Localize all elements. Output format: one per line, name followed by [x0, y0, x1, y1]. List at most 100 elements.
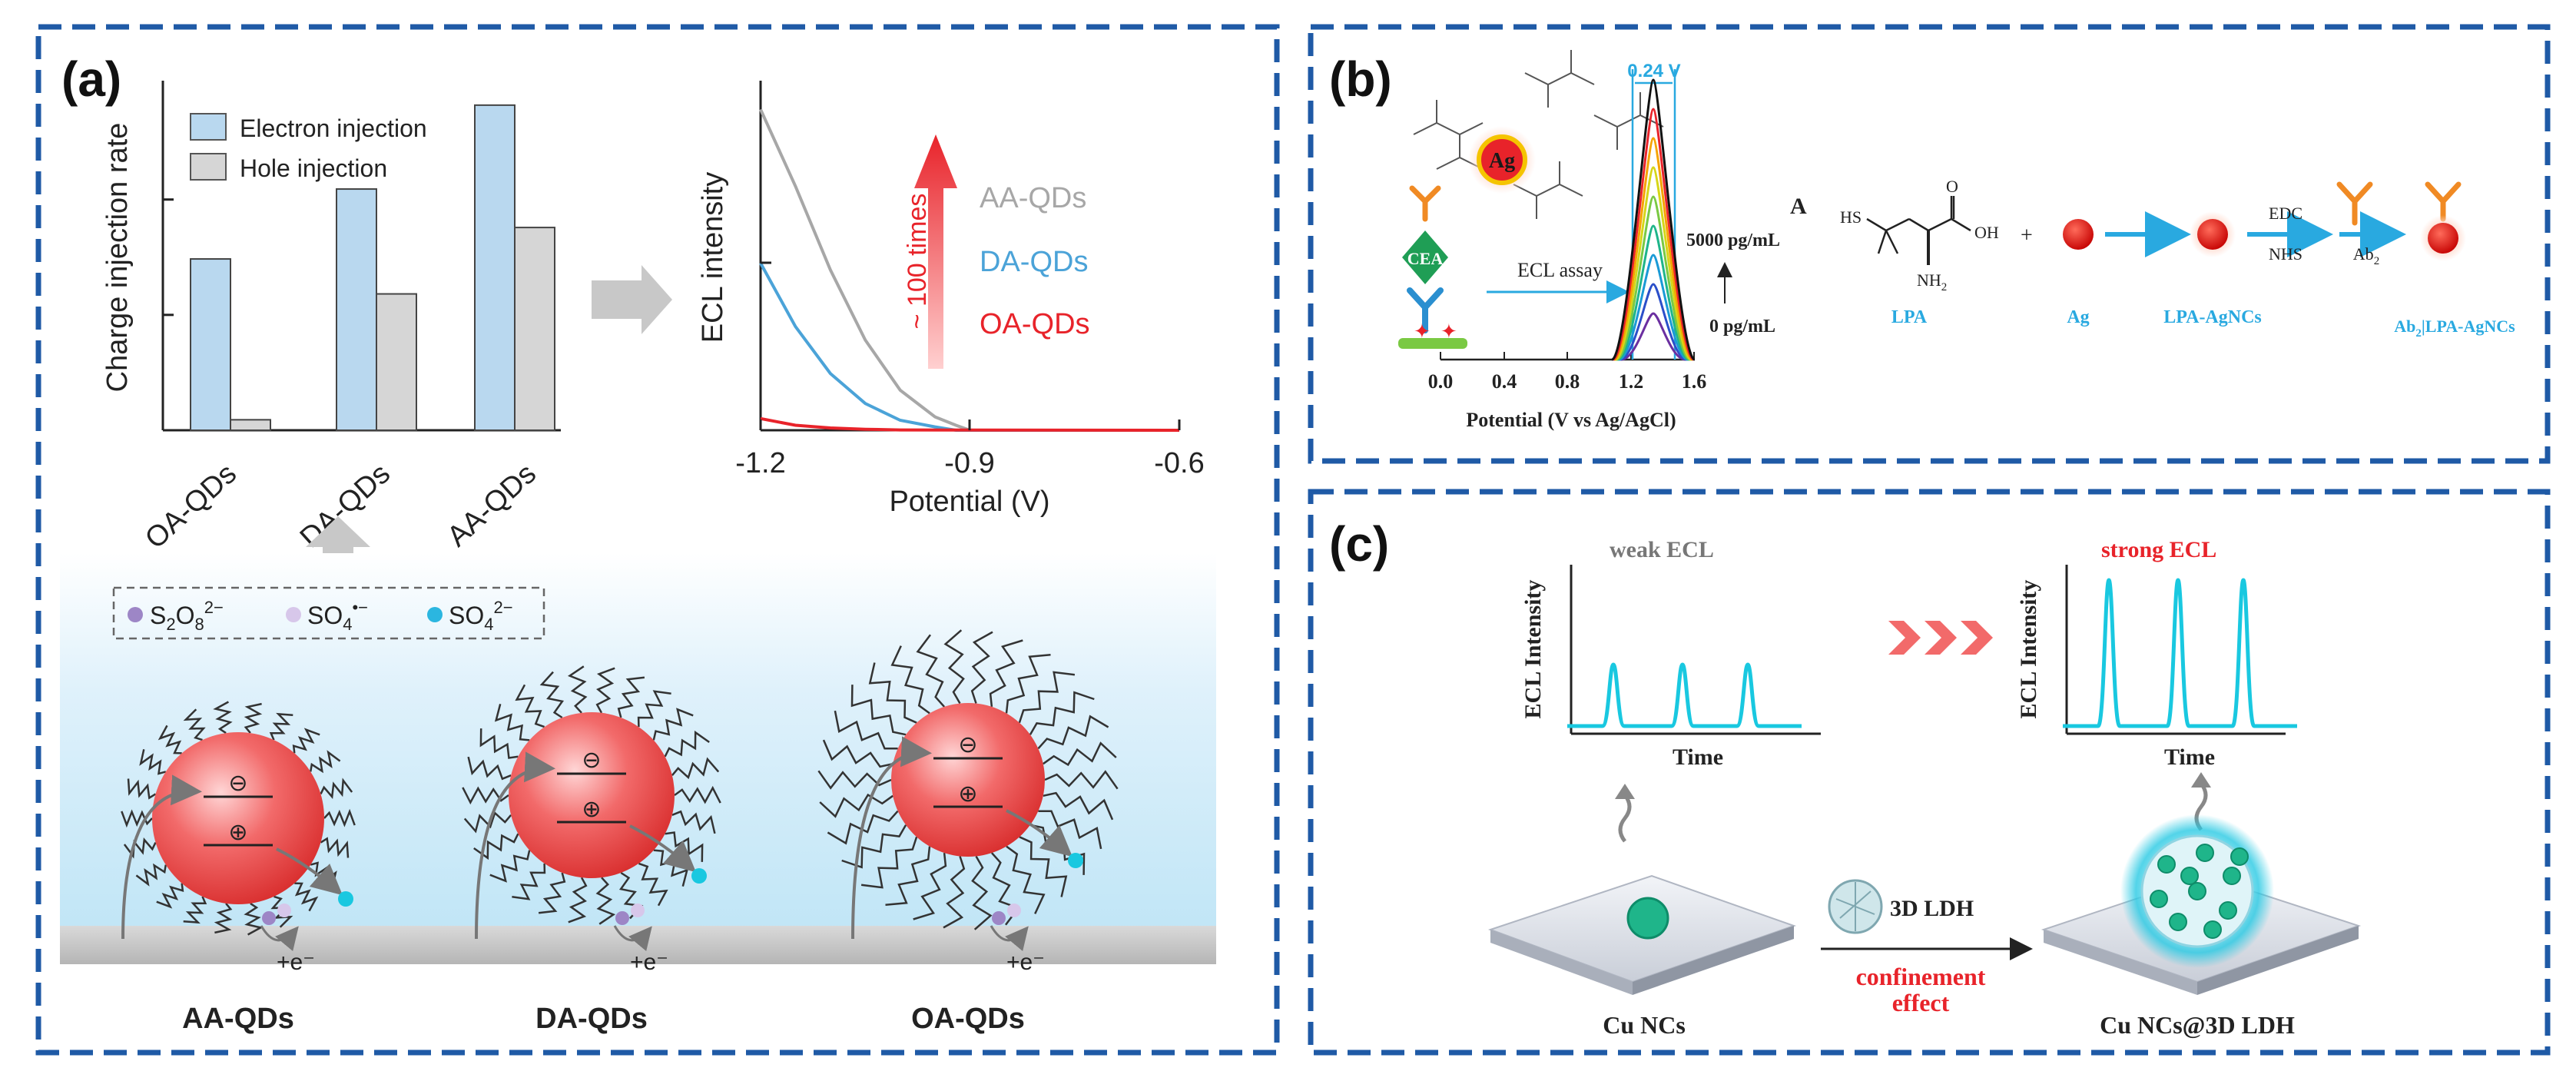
legend-label-hole: Hole injection — [240, 154, 387, 182]
cu-nc-dot — [2188, 882, 2206, 900]
cu-ncs-cluster — [1626, 897, 1669, 940]
ligand-chain — [671, 810, 716, 834]
hundredfold-label: ~ 100 times — [903, 194, 932, 330]
ligand-chain — [121, 809, 153, 828]
bar-electron-da-qds — [336, 188, 377, 432]
line-xtick-2: -0.6 — [1154, 447, 1204, 479]
ligand-chain — [868, 662, 917, 724]
hole-symbol: ⊕ — [958, 781, 977, 807]
curve-aa-qds — [759, 108, 1179, 432]
ab2-free-icon — [2336, 181, 2373, 226]
curve-da-qds — [759, 262, 1179, 432]
ecl-peak-curve — [1614, 166, 1692, 361]
qd-label-da: DA-QDs — [535, 1003, 648, 1035]
electron-symbol: ⊖ — [582, 747, 601, 774]
lpa-o: O — [1946, 177, 1958, 196]
cea-antigen-icon — [1402, 230, 1448, 284]
strong-y-label: ECL Intensity — [2016, 580, 2041, 719]
peaks-xtick-2: 0.8 — [1555, 370, 1580, 393]
bar-y-axis-label: Charge injection rate — [101, 123, 134, 393]
process-arrow — [592, 265, 672, 334]
ligand-chain — [850, 685, 907, 736]
ligand-chain — [860, 836, 918, 889]
ligand-chain — [462, 786, 509, 805]
species-legend-box — [112, 586, 545, 640]
line-xtick-0: -1.2 — [735, 447, 785, 479]
hole-transfer-arrow — [629, 824, 697, 873]
bar-hole-aa-qds — [514, 227, 555, 431]
ag-particle — [2063, 219, 2094, 250]
so4-radical-ion — [631, 904, 645, 917]
ligand-chain — [890, 645, 930, 715]
ligand-chain — [943, 856, 966, 929]
scheme-letter: A — [1790, 194, 1807, 219]
bar-electron-aa-qds — [474, 104, 516, 431]
cu-nc-dot — [2219, 901, 2237, 920]
s2o8-dot — [128, 607, 143, 622]
so4-radical-ion — [1007, 904, 1021, 917]
ligand-chain — [139, 749, 167, 775]
hole-transfer-arrow — [276, 847, 343, 896]
ligand-chain — [292, 728, 320, 754]
lpa-agncs-particle — [2197, 219, 2228, 250]
edc-label: EDC — [2269, 204, 2302, 223]
hole-symbol: ⊕ — [228, 819, 247, 846]
ecl-peak-curve — [1620, 312, 1686, 361]
spark-icon-right: ✦ — [1441, 320, 1457, 343]
so4-ion — [338, 891, 353, 907]
chevron-1 — [1888, 621, 1921, 655]
weak-ecl-plot: ECL Intensity Time weak ECL — [1520, 537, 1821, 770]
peaks-xtick-0: 0.0 — [1428, 370, 1454, 393]
ligand-chain — [1038, 810, 1102, 850]
bar-hole-da-qds — [376, 293, 417, 431]
immunosensor-stack: CEA ✦ ✦ — [1398, 185, 1467, 349]
ecl-peak-curve — [1616, 224, 1690, 361]
electron-symbol: ⊖ — [228, 770, 247, 797]
panel-a-label: (a) — [61, 51, 121, 107]
ldh-label: 3D LDH — [1890, 896, 1974, 921]
ligand-chain — [157, 725, 182, 754]
ecl-peak-curve — [1620, 283, 1687, 361]
weak-x-label: Time — [1673, 744, 1723, 770]
product-antibody-icon — [2425, 181, 2462, 222]
ag-label: Ag — [2067, 307, 2089, 327]
hole-symbol: ⊕ — [582, 796, 601, 823]
right-caption: Cu NCs@3D LDH — [2100, 1011, 2295, 1039]
ligand-chain — [479, 728, 519, 759]
legend-swatch-electron — [190, 113, 227, 141]
ligand-chain — [123, 837, 157, 859]
ligand-chain — [1029, 691, 1095, 735]
ab1-icon — [1407, 287, 1444, 333]
plus-sign: + — [2021, 224, 2033, 247]
s2o8-ion — [262, 911, 276, 925]
ldh-icon-lines — [1835, 882, 1875, 931]
ecl-peak-curve — [1610, 78, 1696, 361]
strong-emission-arrowhead — [2191, 772, 2211, 788]
strong-x-label: Time — [2164, 744, 2215, 770]
electron-label: +e⁻ — [1006, 950, 1045, 975]
ligand-chain — [244, 702, 263, 734]
ligand-chain — [1037, 715, 1109, 750]
so4-radical-dot — [286, 607, 301, 622]
weak-y-label: ECL Intensity — [1520, 580, 1546, 719]
reduction-arrow — [990, 925, 1029, 952]
bar-category-oa: OA-QDs — [139, 457, 243, 555]
ag-core — [1477, 134, 1527, 185]
series-label-da: DA-QDs — [980, 246, 1088, 278]
series-label-aa: AA-QDs — [980, 182, 1086, 214]
ligand-chain — [1018, 671, 1076, 724]
left-substrate-edge — [1490, 930, 1633, 995]
legend-label-electron: Electron injection — [240, 114, 427, 142]
ecl-assay-label: ECL assay — [1517, 259, 1603, 281]
ligand-chain — [320, 837, 350, 858]
panel-c-frame — [1308, 489, 2551, 1056]
spark-icon-left: ✦ — [1414, 320, 1431, 343]
ligand-chain — [989, 639, 1023, 708]
left-substrate-side — [1633, 926, 1794, 995]
ab2-icon — [1409, 185, 1441, 222]
ligand-chain — [183, 896, 207, 924]
ligand-chain — [213, 701, 233, 734]
so4-ion — [1068, 853, 1083, 868]
right-substrate-edge — [2044, 930, 2197, 995]
